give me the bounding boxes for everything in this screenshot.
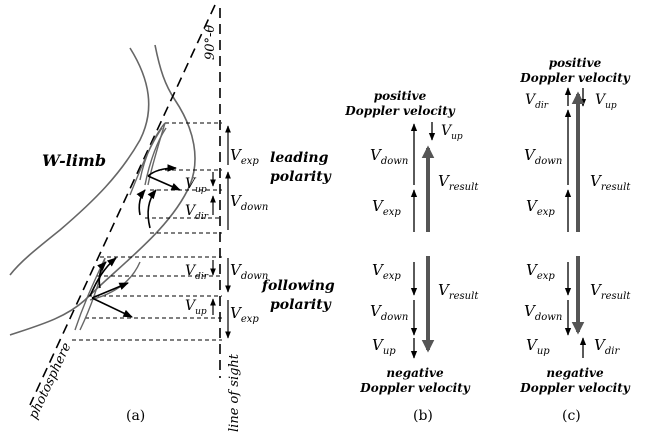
panel-b-label: (b) [413,408,433,424]
following-arrows [89,257,133,318]
panel-b-pos-title-2: Doppler velocity [344,104,455,118]
panel-b-v-exp-top: Vexp [372,197,401,218]
panel-c-neg-title-2: Doppler velocity [519,381,630,395]
leading-label-1: leading [270,150,329,166]
v-up-bot-label: Vup [185,298,207,317]
panel-c-v-exp-top: Vexp [526,197,555,218]
panel-c-v-exp-bot: Vexp [526,261,555,282]
panel-c-pos-title-1: positive [549,56,602,70]
panel-c-pos-title-2: Doppler velocity [519,71,630,85]
angle-label: 90°-θ [203,25,218,60]
panel-b-v-result-top: Vresult [438,172,479,193]
v-up-top-label: Vup [185,176,207,195]
photosphere-curve-lower [9,44,196,336]
panel-c-v-dir-bot: Vdir [594,336,620,357]
panel-b-neg-title-1: negative [386,366,444,380]
w-limb-label: W-limb [42,151,106,170]
panel-c-v-up-top: Vup [595,92,617,111]
following-loop [74,257,141,331]
panel-c-v-down-bot: Vdown [524,302,562,323]
panel-b-v-result-bot: Vresult [438,281,479,302]
panel-b-v-down-top: Vdown [370,146,408,167]
panel-b-v-down-bot: Vdown [370,302,408,323]
leading-label-2: polarity [270,169,332,185]
leading-arrows [136,164,181,229]
panel-b-v-up-bot: Vup [372,336,396,357]
los-arrows [210,125,231,339]
panel-c: positive Doppler velocity Vdir Vup Vdown… [519,56,631,424]
panel-b-pos-title-1: positive [374,89,427,103]
panel-c-v-dir-top: Vdir [525,92,549,111]
v-down-bot-label: Vdown [230,261,268,282]
panel-b-neg-title-2: Doppler velocity [359,381,470,395]
panel-a: Vexp Vup Vdir Vdown Vdir Vdown Vup Vexp … [9,4,335,432]
panel-b-v-up-top: Vup [441,123,463,142]
photosphere-label: photosphere [26,340,75,421]
panel-c-label: (c) [562,408,581,424]
panel-c-v-result-bot: Vresult [590,281,631,302]
photosphere-curve-upper [9,47,150,276]
following-label-1: following [261,278,335,294]
panel-c-v-result-top: Vresult [590,172,631,193]
panel-b: positive Doppler velocity Vup Vdown Vres… [344,89,479,424]
panel-a-label: (a) [126,408,145,424]
panel-b-v-exp-bot: Vexp [372,261,401,282]
following-label-2: polarity [270,297,332,313]
v-dir-top-label: Vdir [185,203,209,222]
v-exp-top-label: Vexp [230,146,259,167]
inclined-axis [29,4,216,406]
panel-c-top-arrows [564,87,587,358]
leading-loop [129,122,167,196]
panel-c-v-up-bot: Vup [526,336,550,357]
panel-b-top-arrows [410,122,436,359]
panel-c-neg-title-1: negative [546,366,604,380]
panel-c-v-down-top: Vdown [524,146,562,167]
projection-lines [72,122,222,341]
v-down-top-label: Vdown [230,192,268,213]
line-of-sight-label: line of sight [227,353,242,432]
v-dir-bot-label: Vdir [185,263,209,282]
v-exp-bot-label: Vexp [230,304,259,325]
